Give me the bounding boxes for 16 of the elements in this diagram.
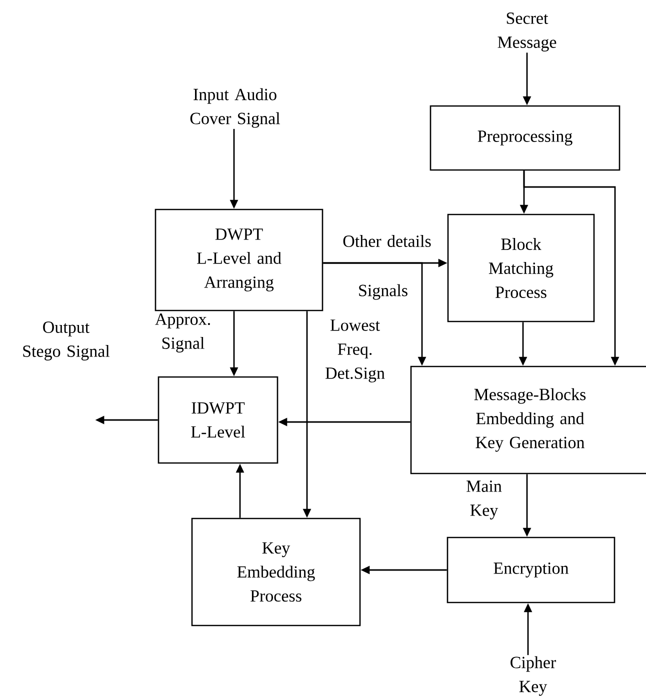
process-box: Preprocessing: [430, 105, 620, 171]
signal-label: Output Stego Signal: [23, 322, 110, 360]
process-box: Key Embedding Process: [191, 518, 361, 626]
process-box: Message-Blocks Embedding and Key Generation: [410, 366, 646, 474]
edge-label: Approx. Signal: [155, 314, 210, 352]
edge-label: Other details: [343, 235, 431, 247]
signal-label: Secret Message: [498, 12, 556, 52]
edge-label: Lowest Freq. Det.Sign: [326, 320, 385, 382]
process-box: IDWPT L-Level: [158, 376, 278, 464]
process-box: DWPT L-Level and Arranging: [154, 208, 324, 312]
signal-label: Cipher Key: [510, 656, 556, 696]
process-box: Block Matching Process: [447, 214, 595, 322]
edge-label: Signals: [359, 284, 408, 300]
edge-label: Main Key: [466, 480, 502, 520]
process-box: Encryption: [446, 536, 616, 604]
signal-label: Input Audio Cover Signal: [190, 88, 280, 128]
